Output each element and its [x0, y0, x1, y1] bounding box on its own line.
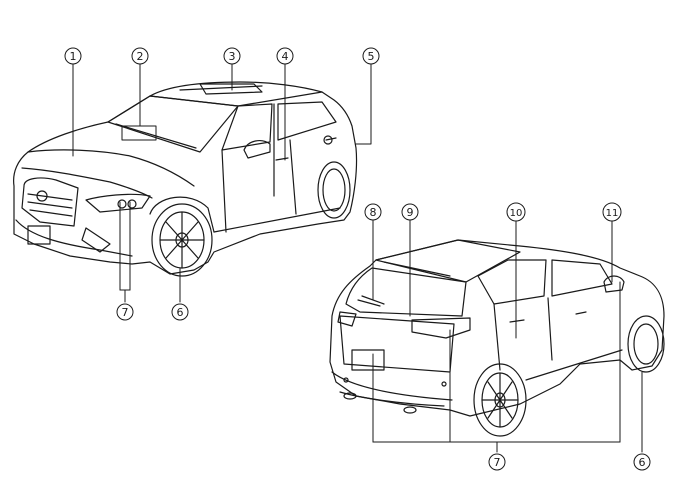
callout-6-rear-label: 6: [639, 456, 646, 469]
callout-4: 4: [276, 47, 294, 65]
callout-2: 2: [131, 47, 149, 65]
callout-5: 5: [362, 47, 380, 65]
callout-11: 11: [602, 202, 622, 222]
callout-7-rear: 7: [488, 453, 506, 471]
callout-9-label: 9: [407, 206, 414, 219]
callout-4-label: 4: [282, 50, 289, 63]
callout-9: 9: [401, 203, 419, 221]
callout-6-front: 6: [171, 303, 189, 321]
callout-8: 8: [364, 203, 382, 221]
front-view-car: [13, 81, 358, 277]
leader-lines: [72, 63, 643, 453]
callout-11-label: 11: [606, 208, 619, 219]
callout-7-rear-label: 7: [494, 456, 501, 469]
callout-7-front-label: 7: [122, 306, 129, 319]
callout-7-front: 7: [116, 303, 134, 321]
callout-5-label: 5: [368, 50, 375, 63]
callout-1: 1: [64, 47, 82, 65]
callout-2-label: 2: [137, 50, 144, 63]
callout-3: 3: [223, 47, 241, 65]
callout-8-label: 8: [370, 206, 377, 219]
callout-3-label: 3: [229, 50, 236, 63]
callouts: 1 2 3 4 5 6 7 8: [64, 47, 651, 471]
callout-6-rear: 6: [633, 453, 651, 471]
callout-10: 10: [506, 202, 526, 222]
callout-10-label: 10: [510, 208, 523, 219]
callout-6-front-label: 6: [177, 306, 184, 319]
rear-view-car: [329, 239, 665, 437]
callout-1-label: 1: [70, 50, 77, 63]
